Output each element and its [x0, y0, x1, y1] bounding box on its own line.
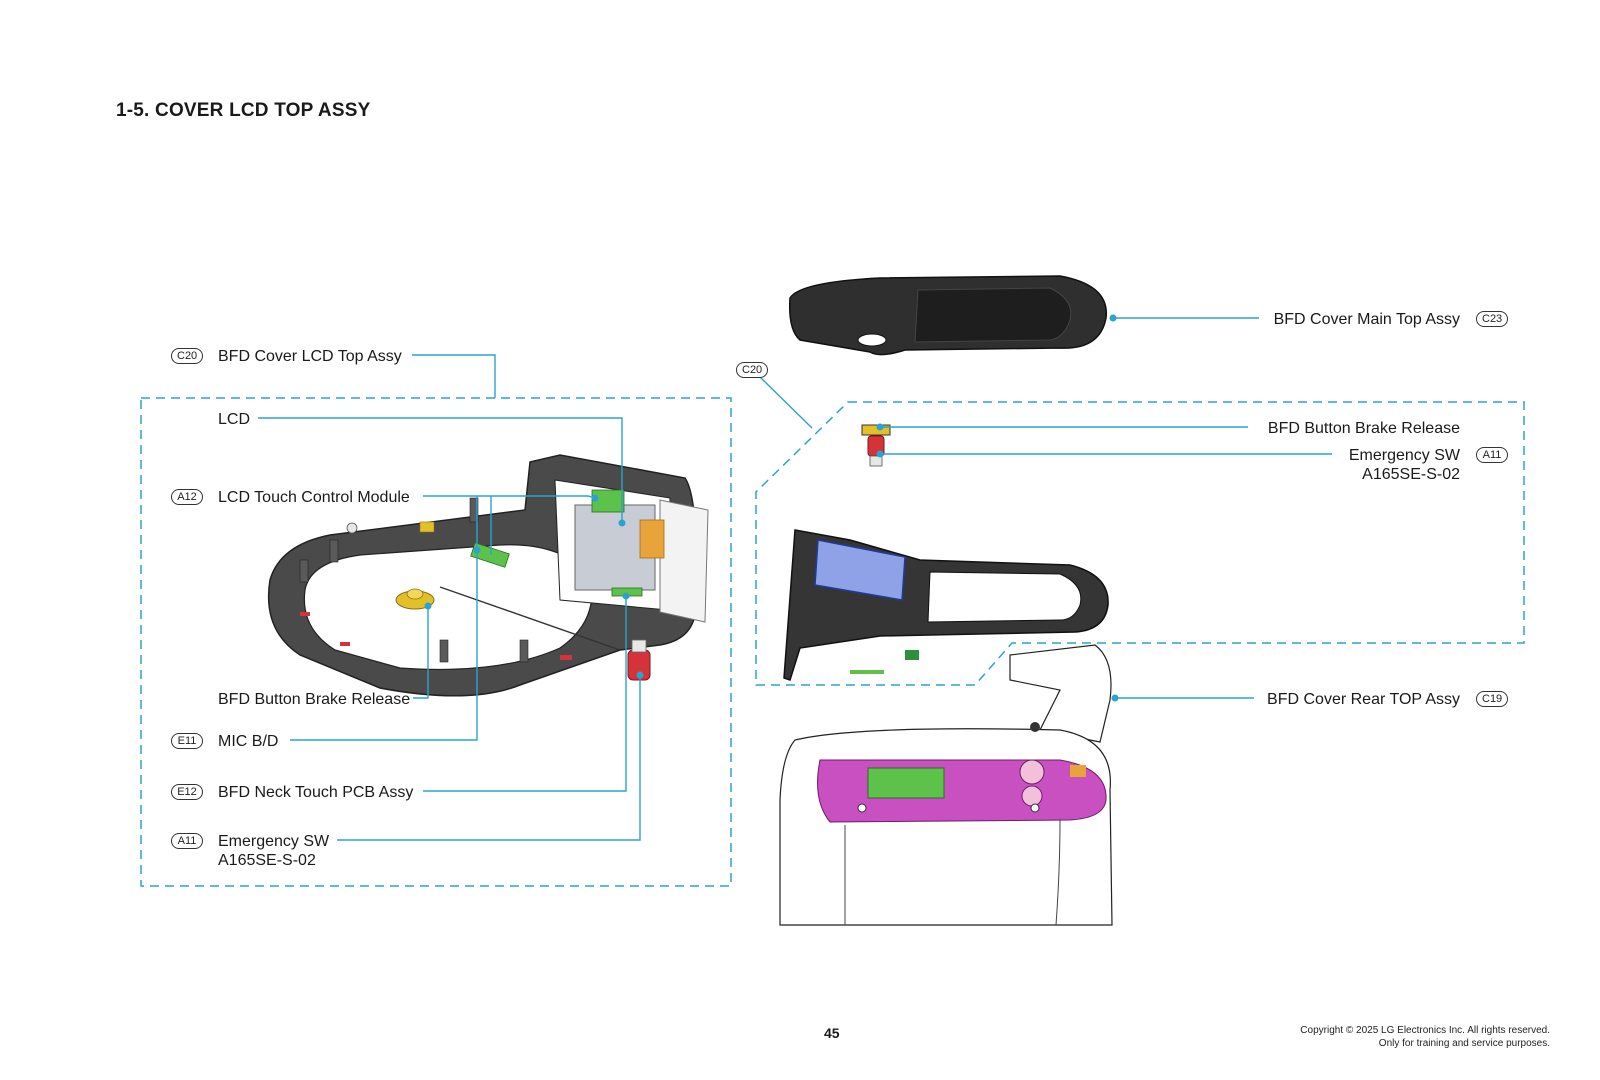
lcd-glass — [659, 499, 709, 623]
badge-e12: E12 — [171, 784, 203, 800]
label-emergency-sw-left-model: A165SE-S-02 — [218, 852, 316, 869]
badge-c23: C23 — [1476, 311, 1509, 327]
right-group-box — [755, 401, 1525, 686]
cover-main-top — [788, 275, 1107, 356]
label-lcd-touch-control-module: LCD Touch Control Module — [218, 489, 410, 506]
label-emergency-sw-left: Emergency SW — [218, 833, 330, 850]
label-lcd: LCD — [218, 411, 251, 428]
page-title: 1-5. COVER LCD TOP ASSY — [116, 100, 371, 121]
right-lcd-housing — [783, 529, 1109, 681]
left-leader-dots — [424, 494, 644, 679]
lcd-frame-assembly — [267, 454, 709, 697]
left-leaders — [258, 354, 641, 841]
badge-c20-right: C20 — [736, 362, 769, 378]
copyright-notice: Copyright © 2025 LG Electronics Inc. All… — [1300, 1024, 1550, 1050]
right-leaders — [759, 317, 1332, 699]
mic-board — [470, 542, 510, 568]
label-cover-main-top-assy: BFD Cover Main Top Assy — [1273, 311, 1460, 328]
lcd-flex-cable — [639, 519, 665, 559]
right-leader-dots — [876, 314, 1119, 702]
label-neck-touch-pcb: BFD Neck Touch PCB Assy — [218, 784, 414, 801]
label-cover-lcd-top-assy: BFD Cover LCD Top Assy — [218, 348, 402, 365]
emergency-switch-cap — [631, 639, 647, 653]
label-mic-bd: MIC B/D — [218, 733, 279, 750]
badge-e11: E11 — [171, 733, 203, 749]
left-group-box — [140, 397, 732, 887]
usage-line: Only for training and service purposes. — [1378, 1038, 1550, 1049]
page-number: 45 — [824, 1025, 840, 1041]
frame-inner-opening — [303, 544, 593, 671]
label-brake-release-right: BFD Button Brake Release — [1267, 420, 1460, 437]
badge-a11-left: A11 — [171, 833, 203, 849]
rear-top-and-body — [779, 644, 1113, 926]
cable-harness — [439, 586, 621, 651]
copyright-line: Copyright © 2025 LG Electronics Inc. All… — [1300, 1025, 1550, 1036]
label-cover-rear-top-assy: BFD Cover Rear TOP Assy — [1267, 691, 1460, 708]
badge-a12: A12 — [171, 489, 203, 505]
label-emergency-sw-right: Emergency SW — [1348, 447, 1460, 464]
badge-c19: C19 — [1476, 691, 1509, 707]
badge-c20-left: C20 — [171, 348, 204, 364]
badge-a11-right: A11 — [1476, 447, 1508, 463]
label-brake-release-left: BFD Button Brake Release — [218, 691, 411, 708]
lcd-touch-board — [591, 489, 625, 513]
brake-release-knob-top — [406, 588, 424, 600]
right-small-parts — [861, 424, 891, 467]
label-emergency-sw-right-model: A165SE-S-02 — [1362, 466, 1460, 483]
